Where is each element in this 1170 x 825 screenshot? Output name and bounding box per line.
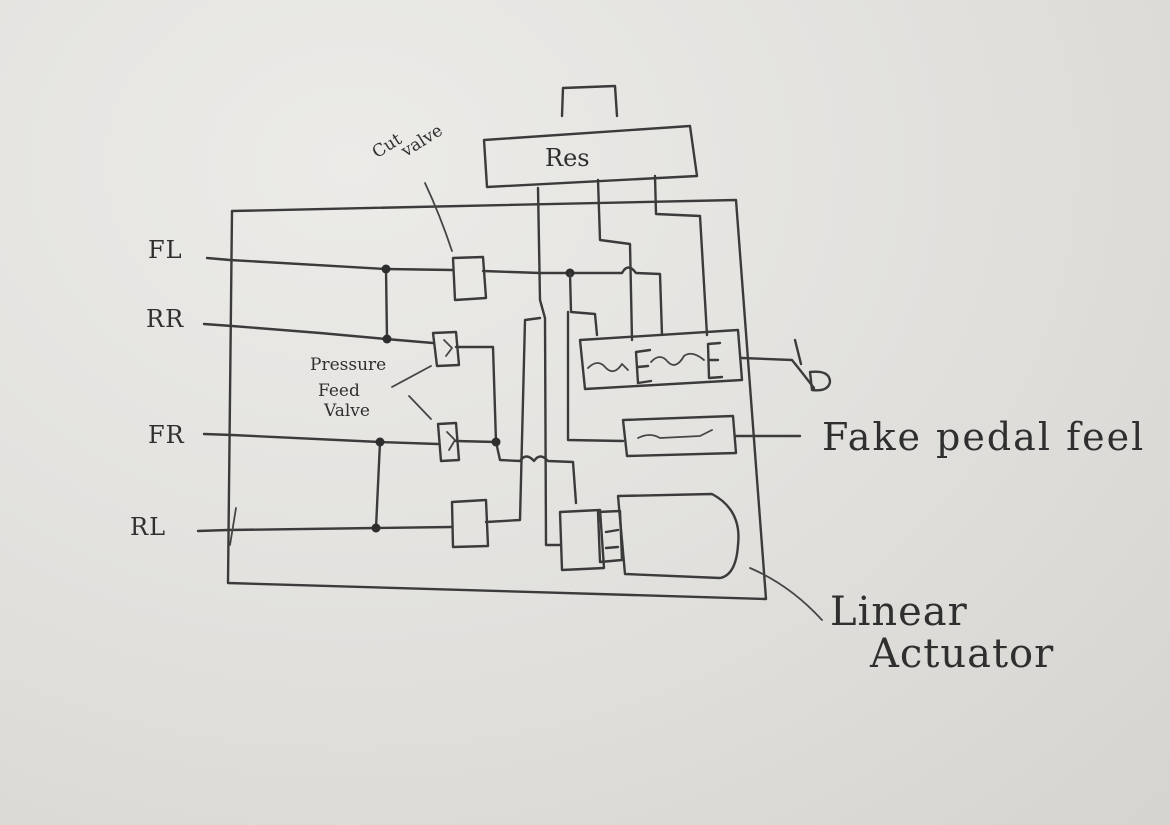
pedal-feel-simulator — [623, 416, 736, 456]
pedal-rod — [742, 358, 814, 388]
port-label-fr: FR — [148, 423, 185, 447]
port-label-rl: RL — [130, 515, 166, 539]
cut-valve-output — [483, 268, 662, 336]
fake-pedal-feel-label: Fake pedal feel — [822, 418, 1145, 456]
pressure-feed-valve-upper-notch — [444, 340, 452, 356]
node-down-line — [570, 273, 597, 335]
pedal-arm — [795, 340, 801, 364]
port-label-fl: FL — [148, 238, 183, 262]
pedal-piston-right — [708, 343, 722, 378]
pressure-feed-valve-lower-notch — [447, 432, 455, 450]
fr-line — [204, 434, 438, 444]
actuator-motor — [618, 494, 738, 578]
pedal-feel-inner — [638, 430, 712, 438]
reservoir-box — [484, 126, 697, 187]
rr-line — [204, 324, 433, 343]
linear-actuator-label-1: Linear — [830, 592, 968, 632]
pedal-cylinder-spring2 — [651, 354, 704, 365]
pedal-piston-left — [636, 350, 651, 383]
pressure-feed-leader-1 — [392, 366, 431, 387]
reservoir-cap — [562, 86, 617, 116]
rl-tick — [230, 508, 236, 545]
cut-valve-lower — [452, 500, 488, 547]
port-label-rr: RR — [146, 307, 184, 331]
pfv-lower-out — [456, 441, 496, 442]
reservoir-label: Res — [545, 146, 590, 170]
pressure-feed-leader-2 — [409, 396, 431, 419]
fl-line — [207, 258, 453, 270]
pressure-feed-label-3: Valve — [324, 403, 370, 420]
linear-actuator-label-2: Actuator — [870, 634, 1054, 674]
cut-valve-leader — [425, 183, 452, 251]
res-line-1 — [538, 188, 560, 545]
rl-line — [198, 527, 452, 531]
main-unit-outline — [228, 200, 766, 599]
actuator-leader — [750, 568, 822, 620]
pedal-cylinder-spring — [588, 363, 628, 371]
front-left-bus — [386, 269, 387, 339]
pressure-feed-valve-upper — [433, 332, 459, 366]
pressure-feed-label-1: Pressure — [310, 357, 386, 374]
pressure-feed-label-2: Feed — [318, 383, 360, 400]
cut-valve-upper — [453, 257, 486, 300]
pfv-upper-out — [456, 347, 576, 503]
rear-left-bus — [376, 442, 380, 528]
